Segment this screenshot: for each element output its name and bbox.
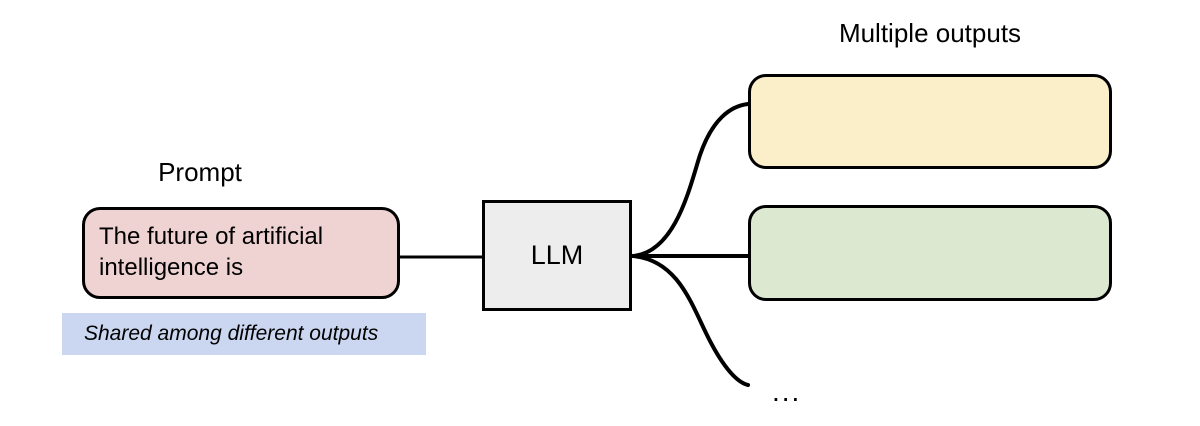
output-box-1[interactable] [748, 74, 1112, 169]
shared-among-outputs-note-text: Shared among different outputs [84, 322, 379, 345]
more-outputs-ellipsis: ... [772, 376, 802, 407]
shared-among-outputs-note: Shared among different outputs [62, 313, 426, 355]
prompt-caption: Prompt [158, 157, 242, 187]
llm-box[interactable]: LLM [482, 200, 632, 311]
prompt-box[interactable]: The future of artificial intelligence is [82, 207, 400, 299]
llm-box-label: LLM [530, 240, 584, 270]
prompt-box-text: The future of artificial intelligence is [99, 223, 324, 281]
edge-llm-to-output-3 [631, 254, 750, 387]
edge-llm-to-output-1 [631, 102, 750, 258]
multiple-outputs-caption: Multiple outputs [838, 18, 1022, 48]
output-box-2[interactable] [748, 205, 1112, 301]
